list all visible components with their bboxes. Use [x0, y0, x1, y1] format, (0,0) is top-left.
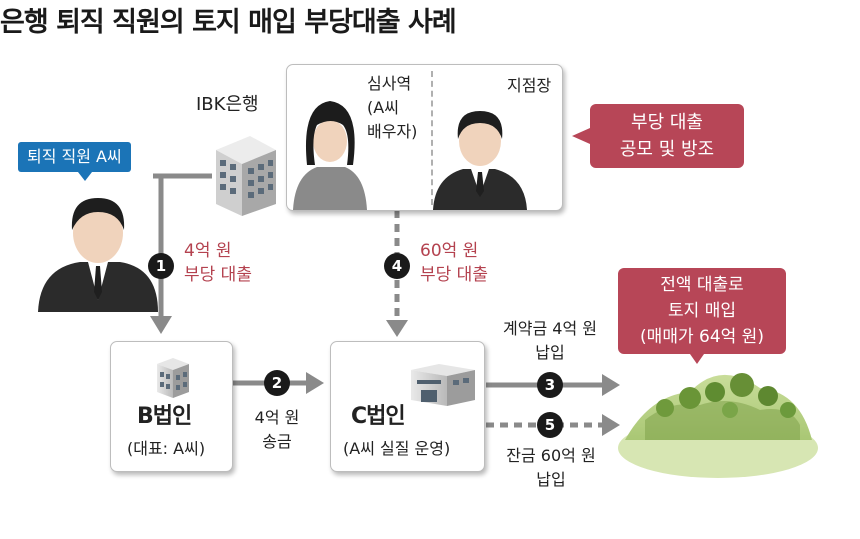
land-line-3: (매매가 64억 원) [640, 327, 764, 347]
divider [431, 71, 433, 205]
step-2-amount: 4억 원 [254, 408, 300, 427]
step-1-amount: 4억 원 [184, 241, 232, 261]
step-1-desc: 부당 대출 [184, 265, 252, 285]
arrow-5-head [602, 414, 620, 436]
land-line-1: 전액 대출로 [660, 275, 744, 295]
step-4-badge: 4 [384, 253, 410, 279]
b-corp-box: B법인 (대표: A씨) [110, 341, 233, 472]
bank-officials-box: 심사역 (A씨 배우자) 지점장 [286, 64, 563, 211]
step-3-desc: 납입 [535, 343, 565, 362]
bank-building-icon [216, 136, 276, 216]
building-icon [157, 358, 189, 398]
land-line-2: 토지 매입 [668, 301, 736, 321]
reviewer-title: 심사역 [367, 74, 412, 93]
step-3-badge: 3 [537, 372, 563, 398]
step-5-desc: 납입 [536, 470, 566, 489]
step-3-amount: 계약금 4억 원 [503, 319, 597, 338]
step-2-desc: 송금 [262, 432, 292, 451]
reviewer-note-2: 배우자) [367, 122, 418, 141]
person-icon [38, 198, 158, 312]
step-4-desc: 부당 대출 [420, 265, 488, 285]
step-1-badge: 1 [148, 253, 174, 279]
collusion-callout: 부당 대출 공모 및 방조 [590, 104, 744, 168]
page-title: 은행 퇴직 직원의 토지 매입 부당대출 사례 [0, 7, 457, 38]
b-corp-name: B법인 [137, 404, 192, 429]
former-employee-callout: 퇴직 직원 A씨 [18, 142, 131, 172]
c-corp-name: C법인 [351, 404, 406, 429]
c-corp-box: C법인 (A씨 실질 운영) [330, 341, 485, 472]
reviewer-note-1: (A씨 [367, 98, 399, 117]
step-5-amount: 잔금 60억 원 [506, 446, 596, 465]
collusion-line-2: 공모 및 방조 [619, 139, 715, 160]
branch-manager-title: 지점장 [507, 76, 552, 95]
branch-manager-person-icon [433, 111, 527, 210]
arrow-4-head [386, 320, 408, 337]
bank-label: IBK은행 [196, 94, 259, 115]
arrow-2-head [306, 372, 324, 394]
b-corp-rep: (대표: A씨) [127, 439, 206, 458]
arrow-1-head [150, 316, 172, 334]
land-callout: 전액 대출로 토지 매입 (매매가 64억 원) [618, 268, 786, 354]
c-corp-note: (A씨 실질 운영) [343, 439, 451, 458]
step-2-badge: 2 [264, 370, 290, 396]
land-hill-icon [618, 373, 818, 478]
reviewer-person-icon [293, 101, 367, 210]
arrow-3-head [602, 374, 620, 396]
step-4-amount: 60억 원 [420, 241, 479, 261]
arrow-1 [153, 173, 212, 318]
step-5-badge: 5 [537, 412, 563, 438]
collusion-line-1: 부당 대출 [631, 112, 703, 133]
building-icon [411, 364, 475, 406]
